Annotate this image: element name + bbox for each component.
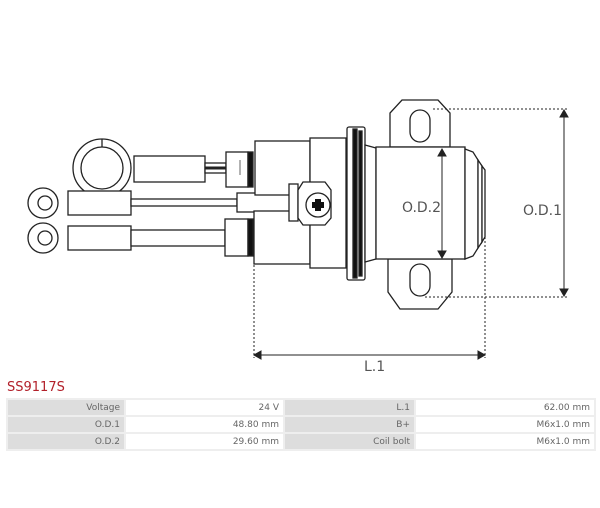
dimension-lines (252, 108, 569, 360)
large-ring-terminal (72, 138, 254, 198)
spec-label: Coil bolt (285, 434, 414, 449)
spec-value: M6x1.0 mm (416, 434, 594, 449)
spec-value: 62.00 mm (416, 400, 594, 415)
solenoid-body (253, 99, 486, 310)
spec-label: L.1 (285, 400, 414, 415)
spec-value: M6x1.0 mm (416, 417, 594, 432)
small-ring-terminal-1 (27, 187, 291, 219)
od1-label: O.D.1 (523, 203, 562, 219)
specs-table: Voltage 24 V L.1 62.00 mm O.D.1 48.80 mm… (6, 398, 596, 451)
spec-label: B+ (285, 417, 414, 432)
od2-label: O.D.2 (402, 200, 441, 216)
small-ring-terminal-2 (27, 218, 254, 257)
table-row: Voltage 24 V L.1 62.00 mm (8, 400, 594, 415)
solenoid-diagram: O.D.2 O.D.1 L.1 (27, 99, 569, 375)
table-row: O.D.1 48.80 mm B+ M6x1.0 mm (8, 417, 594, 432)
spec-label: O.D.1 (8, 417, 124, 432)
spec-label: Voltage (8, 400, 124, 415)
spec-label: O.D.2 (8, 434, 124, 449)
spec-value: 24 V (126, 400, 283, 415)
product-code: SS9117S (7, 380, 65, 395)
spec-value: 48.80 mm (126, 417, 283, 432)
table-row: O.D.2 29.60 mm Coil bolt M6x1.0 mm (8, 434, 594, 449)
l1-label: L.1 (364, 359, 385, 375)
spec-value: 29.60 mm (126, 434, 283, 449)
